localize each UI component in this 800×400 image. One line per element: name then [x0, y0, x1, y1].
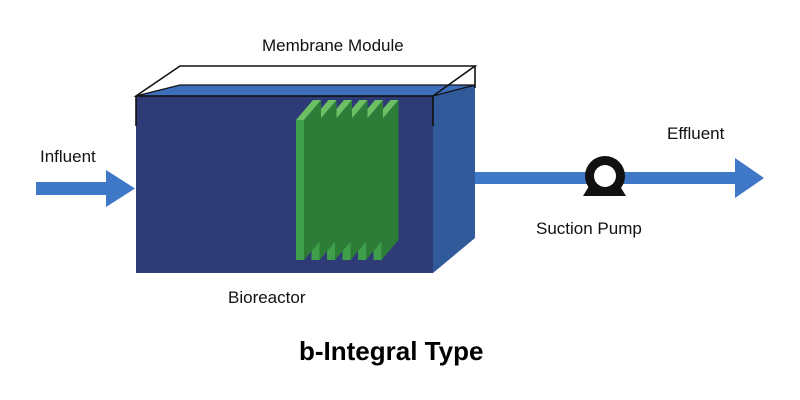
- membrane-module: [296, 100, 399, 260]
- membrane-plate-side: [381, 100, 399, 260]
- influent-arrow: [36, 170, 135, 207]
- membrane-module-label: Membrane Module: [262, 36, 404, 55]
- membrane-plate-side: [304, 100, 321, 260]
- influent-label: Influent: [40, 147, 96, 166]
- membrane-plate-top: [296, 100, 321, 120]
- suction-pump: [583, 156, 626, 196]
- membrane-plate-side: [350, 100, 368, 260]
- effluent-label: Effluent: [667, 124, 725, 143]
- tank-side: [433, 85, 475, 273]
- pump-impeller: [594, 165, 616, 187]
- membrane-plate-side: [366, 100, 383, 260]
- membrane-plate-side: [319, 100, 337, 260]
- effluent-arrowhead: [735, 158, 764, 198]
- membrane-plate-side: [335, 100, 352, 260]
- bioreactor-label: Bioreactor: [228, 288, 306, 307]
- suction-pump-label: Suction Pump: [536, 219, 642, 238]
- membrane-plate: [296, 120, 304, 260]
- water-surface: [136, 85, 475, 96]
- diagram-caption: b-Integral Type: [299, 336, 484, 366]
